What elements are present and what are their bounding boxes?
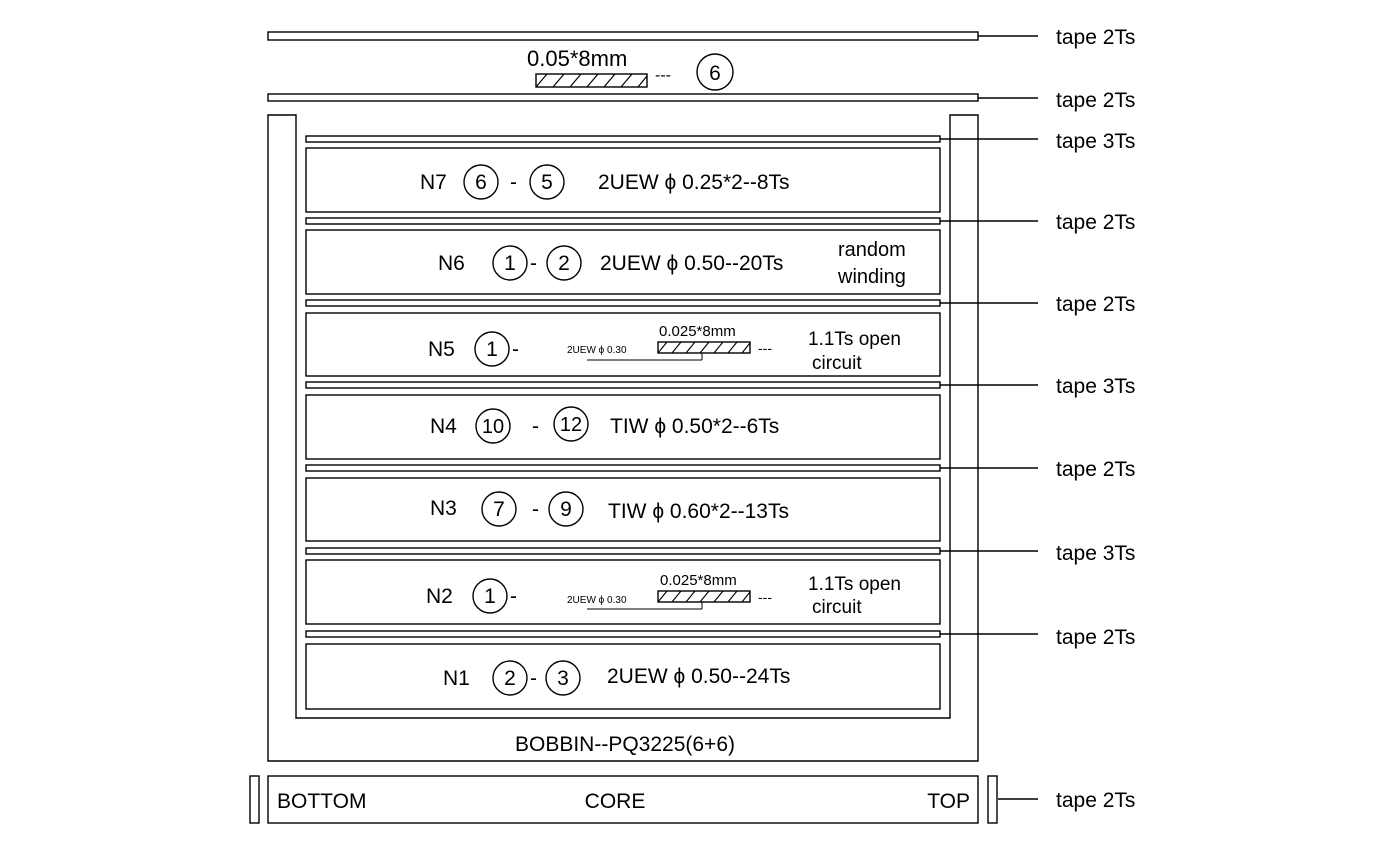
foil-hatch-lines <box>535 73 648 88</box>
tape-strip <box>305 630 941 638</box>
winding-id: N2 <box>426 585 453 608</box>
foil-dash: --- <box>758 340 772 356</box>
pin-circle <box>553 406 589 442</box>
tape-strip <box>305 299 941 307</box>
tape-strip <box>305 217 941 225</box>
pin-number: 1 <box>504 252 516 275</box>
pin-circle <box>546 245 582 281</box>
tape-label: tape 3Ts <box>1056 375 1135 398</box>
pin-separator: - <box>532 498 539 521</box>
winding-note: random <box>838 239 906 261</box>
pin-separator: - <box>510 585 517 608</box>
pin-number: 6 <box>475 171 487 194</box>
shield-dash: --- <box>655 67 671 84</box>
pin-number: 10 <box>482 416 504 438</box>
tape-label: tape 3Ts <box>1056 130 1135 153</box>
core-label: CORE <box>585 790 646 813</box>
tape-strip <box>305 381 941 389</box>
pin-number: 7 <box>493 498 505 521</box>
wire-label: 2UEW ϕ 0.30 <box>567 595 627 606</box>
wire-spec: TIW ϕ 0.60*2--13Ts <box>608 500 789 523</box>
winding-note: circuit <box>812 353 862 374</box>
wire-spec: 2UEW ϕ 0.25*2--8Ts <box>598 171 790 194</box>
core-top-label: TOP <box>927 790 970 813</box>
winding-box-n2 <box>305 559 941 625</box>
foil-hatch-lines <box>657 590 751 603</box>
tape-label: tape 2Ts <box>1056 26 1135 49</box>
tape-strip <box>305 464 941 472</box>
foil-dash: --- <box>758 589 772 605</box>
wire-label: 2UEW ϕ 0.30 <box>567 345 627 356</box>
pin-circle <box>472 578 508 614</box>
tape-label: tape 2Ts <box>1056 293 1135 316</box>
winding-note: winding <box>837 266 906 288</box>
tape-label: tape 2Ts <box>1056 789 1135 812</box>
core-box <box>267 775 979 824</box>
pin-number: 6 <box>709 62 721 85</box>
pin-number: 3 <box>557 667 569 690</box>
winding-box-n1 <box>305 643 941 710</box>
tape-strip <box>305 135 941 143</box>
pin-number: 2 <box>558 252 570 275</box>
pin-number: 5 <box>541 171 553 194</box>
winding-box-n6 <box>305 229 941 295</box>
winding-box-n5 <box>305 312 941 377</box>
pin-circle <box>463 164 499 200</box>
pin-circle <box>529 164 565 200</box>
tape-strip-outer-second <box>267 93 979 102</box>
winding-box-n7 <box>305 147 941 213</box>
winding-box-n4 <box>305 394 941 460</box>
pin-number: 2 <box>504 667 516 690</box>
pin-separator: - <box>530 252 537 275</box>
winding-id: N5 <box>428 338 455 361</box>
wire-spec: TIW ϕ 0.50*2--6Ts <box>610 415 779 438</box>
pin-separator: - <box>530 667 537 690</box>
core-bottom-label: BOTTOM <box>277 790 366 813</box>
core-left-tape <box>249 775 260 824</box>
foil-hatch-lines <box>657 341 751 354</box>
winding-id: N6 <box>438 252 465 275</box>
pin-separator: - <box>510 171 517 194</box>
winding-note: 1.1Ts open <box>808 574 901 595</box>
winding-note: circuit <box>812 597 862 618</box>
core-right-tape <box>987 775 998 824</box>
pin-number: 12 <box>560 414 582 436</box>
winding-box-n3 <box>305 477 941 542</box>
pin-circle <box>696 53 734 91</box>
wire-spec: 2UEW ϕ 0.50--20Ts <box>600 252 783 275</box>
pin-circle <box>481 491 517 527</box>
tape-label: tape 2Ts <box>1056 211 1135 234</box>
bobbin-outline <box>267 114 979 762</box>
tape-label: tape 2Ts <box>1056 89 1135 112</box>
foil-label: 0.025*8mm <box>659 323 736 340</box>
pin-number: 9 <box>560 498 572 521</box>
foil-label: 0.025*8mm <box>660 572 737 589</box>
pin-circle <box>474 331 510 367</box>
pin-circle <box>545 660 581 696</box>
pin-number: 1 <box>484 585 496 608</box>
pin-separator: - <box>512 338 519 361</box>
winding-id: N1 <box>443 667 470 690</box>
winding-id: N4 <box>430 415 457 438</box>
bobbin-label: BOBBIN--PQ3225(6+6) <box>515 733 735 756</box>
pin-circle <box>492 660 528 696</box>
tape-label: tape 2Ts <box>1056 458 1135 481</box>
pin-circle <box>548 491 584 527</box>
tape-strip-outer-top <box>267 31 979 41</box>
foil-hatch <box>535 73 648 88</box>
pin-circle <box>492 245 528 281</box>
winding-note: 1.1Ts open <box>808 329 901 350</box>
tape-label: tape 2Ts <box>1056 626 1135 649</box>
shield-foil-label: 0.05*8mm <box>527 46 627 71</box>
pin-separator: - <box>532 415 539 438</box>
pin-number: 1 <box>486 338 498 361</box>
tape-strip <box>305 547 941 555</box>
tape-label: tape 3Ts <box>1056 542 1135 565</box>
winding-id: N7 <box>420 171 447 194</box>
pin-circle <box>475 408 511 444</box>
wire-spec: 2UEW ϕ 0.50--24Ts <box>607 665 790 688</box>
winding-id: N3 <box>430 497 457 520</box>
